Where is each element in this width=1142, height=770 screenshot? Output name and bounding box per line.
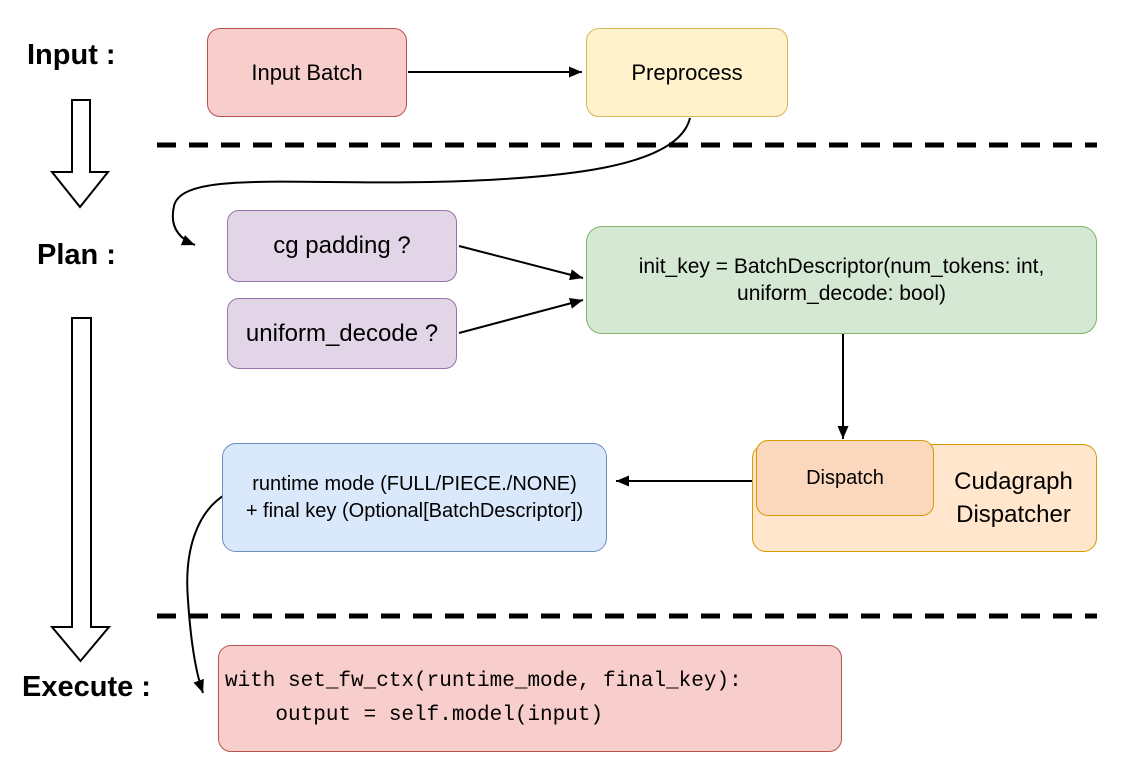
down-arrow-icon-input-to-plan: [49, 99, 111, 209]
execute-code-line2: output = self.model(input): [225, 703, 604, 727]
connector-preprocess-to-plan: [171, 117, 691, 246]
cudagraph-dispatcher-caption: Cudagraph Dispatcher: [935, 445, 1092, 551]
connector-cgpadding-to-initkey: [458, 245, 584, 281]
node-runtime-mode-line1: runtime mode (FULL/PIECE./NONE): [252, 472, 577, 495]
cudagraph-dispatcher-line2: Dispatcher: [956, 501, 1071, 528]
node-runtime-mode: runtime mode (FULL/PIECE./NONE) + final …: [222, 443, 607, 552]
cudagraph-dispatcher-line1: Cudagraph: [954, 468, 1073, 495]
stage-label-plan: Plan :: [37, 239, 116, 271]
connector-runtimemode-to-executecode: [186, 493, 227, 694]
node-cg-padding: cg padding ?: [227, 210, 457, 282]
node-preprocess: Preprocess: [586, 28, 788, 117]
connector-uniformdecode-to-initkey: [458, 298, 584, 334]
node-init-key-line1: init_key = BatchDescriptor(num_tokens: i…: [638, 255, 1045, 278]
stage-label-execute: Execute :: [22, 671, 151, 703]
node-dispatch: Dispatch: [756, 440, 934, 516]
node-init-key: init_key = BatchDescriptor(num_tokens: i…: [586, 226, 1097, 334]
node-execute-code: with set_fw_ctx(runtime_mode, final_key)…: [218, 645, 842, 752]
node-uniform-decode: uniform_decode ?: [227, 298, 457, 369]
node-input-batch-label: Input Batch: [251, 59, 363, 85]
node-input-batch: Input Batch: [207, 28, 407, 117]
node-init-key-line2: uniform_decode: bool): [737, 282, 946, 305]
node-cg-padding-label: cg padding ?: [273, 232, 411, 260]
node-preprocess-label: Preprocess: [631, 59, 743, 85]
node-dispatch-label: Dispatch: [806, 466, 884, 489]
node-uniform-decode-label: uniform_decode ?: [245, 319, 439, 347]
down-arrow-icon-plan-to-execute: [49, 317, 112, 663]
stage-label-input: Input :: [27, 39, 116, 71]
node-runtime-mode-line2: + final key (Optional[BatchDescriptor]): [245, 499, 584, 522]
execute-code-line1: with set_fw_ctx(runtime_mode, final_key)…: [225, 669, 742, 693]
